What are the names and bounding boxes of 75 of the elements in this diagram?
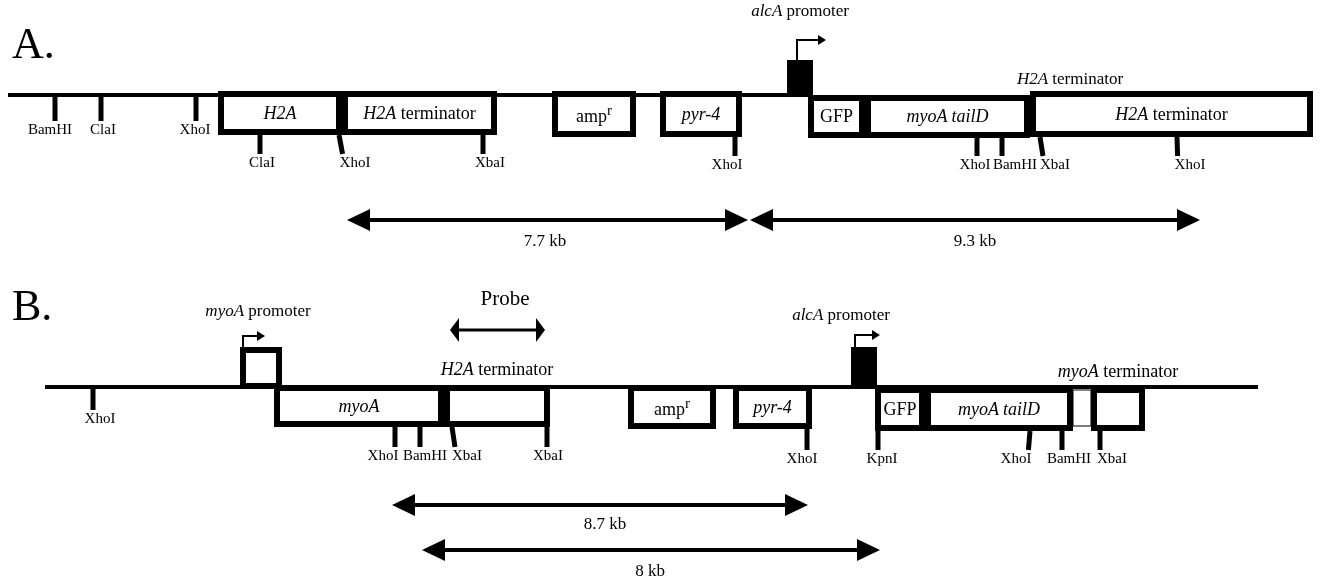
map-label: 8.7 kb (583, 515, 627, 534)
site-label: BamHI (402, 447, 448, 464)
leader-line (257, 135, 263, 154)
site-label: KpnI (866, 450, 898, 467)
gene-label: GFP (883, 398, 917, 420)
gene-label: amp$^{r}$ (576, 101, 612, 127)
gene-label: myoA tailD (957, 398, 1041, 420)
leader-line (417, 427, 423, 447)
site-label: XbaI (475, 154, 505, 171)
leader-line (480, 135, 486, 154)
leader-line (804, 429, 810, 450)
leader-line (999, 138, 1005, 156)
site-label: XhoI (367, 447, 399, 464)
leader-line (449, 426, 458, 448)
gene-box (218, 91, 342, 135)
gene-box (1030, 91, 1313, 137)
site-label: ClaI (90, 121, 116, 138)
leader-line (392, 427, 398, 447)
gene-box (875, 387, 925, 431)
map-label: alcA promoter (751, 2, 849, 21)
site-label: XhoI (711, 156, 743, 173)
site-label: XhoI (1174, 156, 1206, 173)
gene-label: H2A (263, 102, 297, 124)
site-label: XhoI (1000, 450, 1032, 467)
gene-label: H2A terminator (363, 102, 476, 124)
gene-box (660, 91, 742, 137)
site-label: BamHI (27, 121, 73, 138)
leader-line (1037, 136, 1046, 157)
site-label: BamHI (992, 156, 1038, 173)
leader-line (544, 427, 550, 447)
gene-label: pyr-4 (753, 396, 792, 418)
gene-label: GFP (820, 106, 853, 127)
leader-line (52, 97, 58, 121)
site-label: XhoI (179, 121, 211, 138)
gene-label: myoA (338, 395, 380, 417)
leader-line (336, 134, 346, 155)
leader-line (98, 97, 104, 121)
gene-label: pyr-4 (681, 103, 721, 125)
site-label: BamHI (1046, 450, 1092, 467)
gene-label: amp$^{r}$ (654, 394, 690, 420)
leader-line (193, 97, 199, 121)
site-label: XhoI (84, 410, 116, 427)
site-label: XbaI (1040, 156, 1070, 173)
leader-line (974, 138, 980, 156)
gene-box (808, 95, 865, 138)
map-label: myoA promoter (205, 302, 311, 321)
map-label: H2A terminator (1016, 70, 1124, 89)
panel-letter: A. (12, 20, 55, 69)
gene-box (342, 91, 497, 135)
site-label: XbaI (1097, 450, 1127, 467)
leader-line (1174, 136, 1181, 157)
site-label: XbaI (452, 447, 482, 464)
gene-label: myoA terminator (1057, 361, 1179, 382)
probe-label: Probe (480, 287, 530, 311)
map-label: 7.7 kb (523, 232, 567, 251)
site-label: XbaI (533, 447, 563, 464)
leader-line (1059, 431, 1065, 450)
map-label: 8 kb (635, 562, 665, 581)
site-label: XhoI (339, 154, 371, 171)
leader-line (1097, 431, 1103, 450)
site-label: ClaI (249, 154, 275, 171)
map-label: alcA promoter (792, 306, 890, 325)
gene-box (552, 91, 636, 137)
leader-line (875, 431, 881, 450)
gene-box (925, 387, 1073, 431)
gene-label: H2A terminator (1115, 103, 1228, 125)
leader-line (1025, 430, 1033, 451)
site-label: XhoI (959, 156, 991, 173)
gene-label: H2A terminator (440, 359, 554, 380)
map-label: 9.3 kb (953, 232, 997, 251)
site-label: XhoI (786, 450, 818, 467)
leader-line (732, 137, 738, 156)
leader-line (90, 389, 96, 410)
gene-label: myoA tailD (906, 106, 989, 127)
panel-letter: B. (12, 282, 53, 331)
